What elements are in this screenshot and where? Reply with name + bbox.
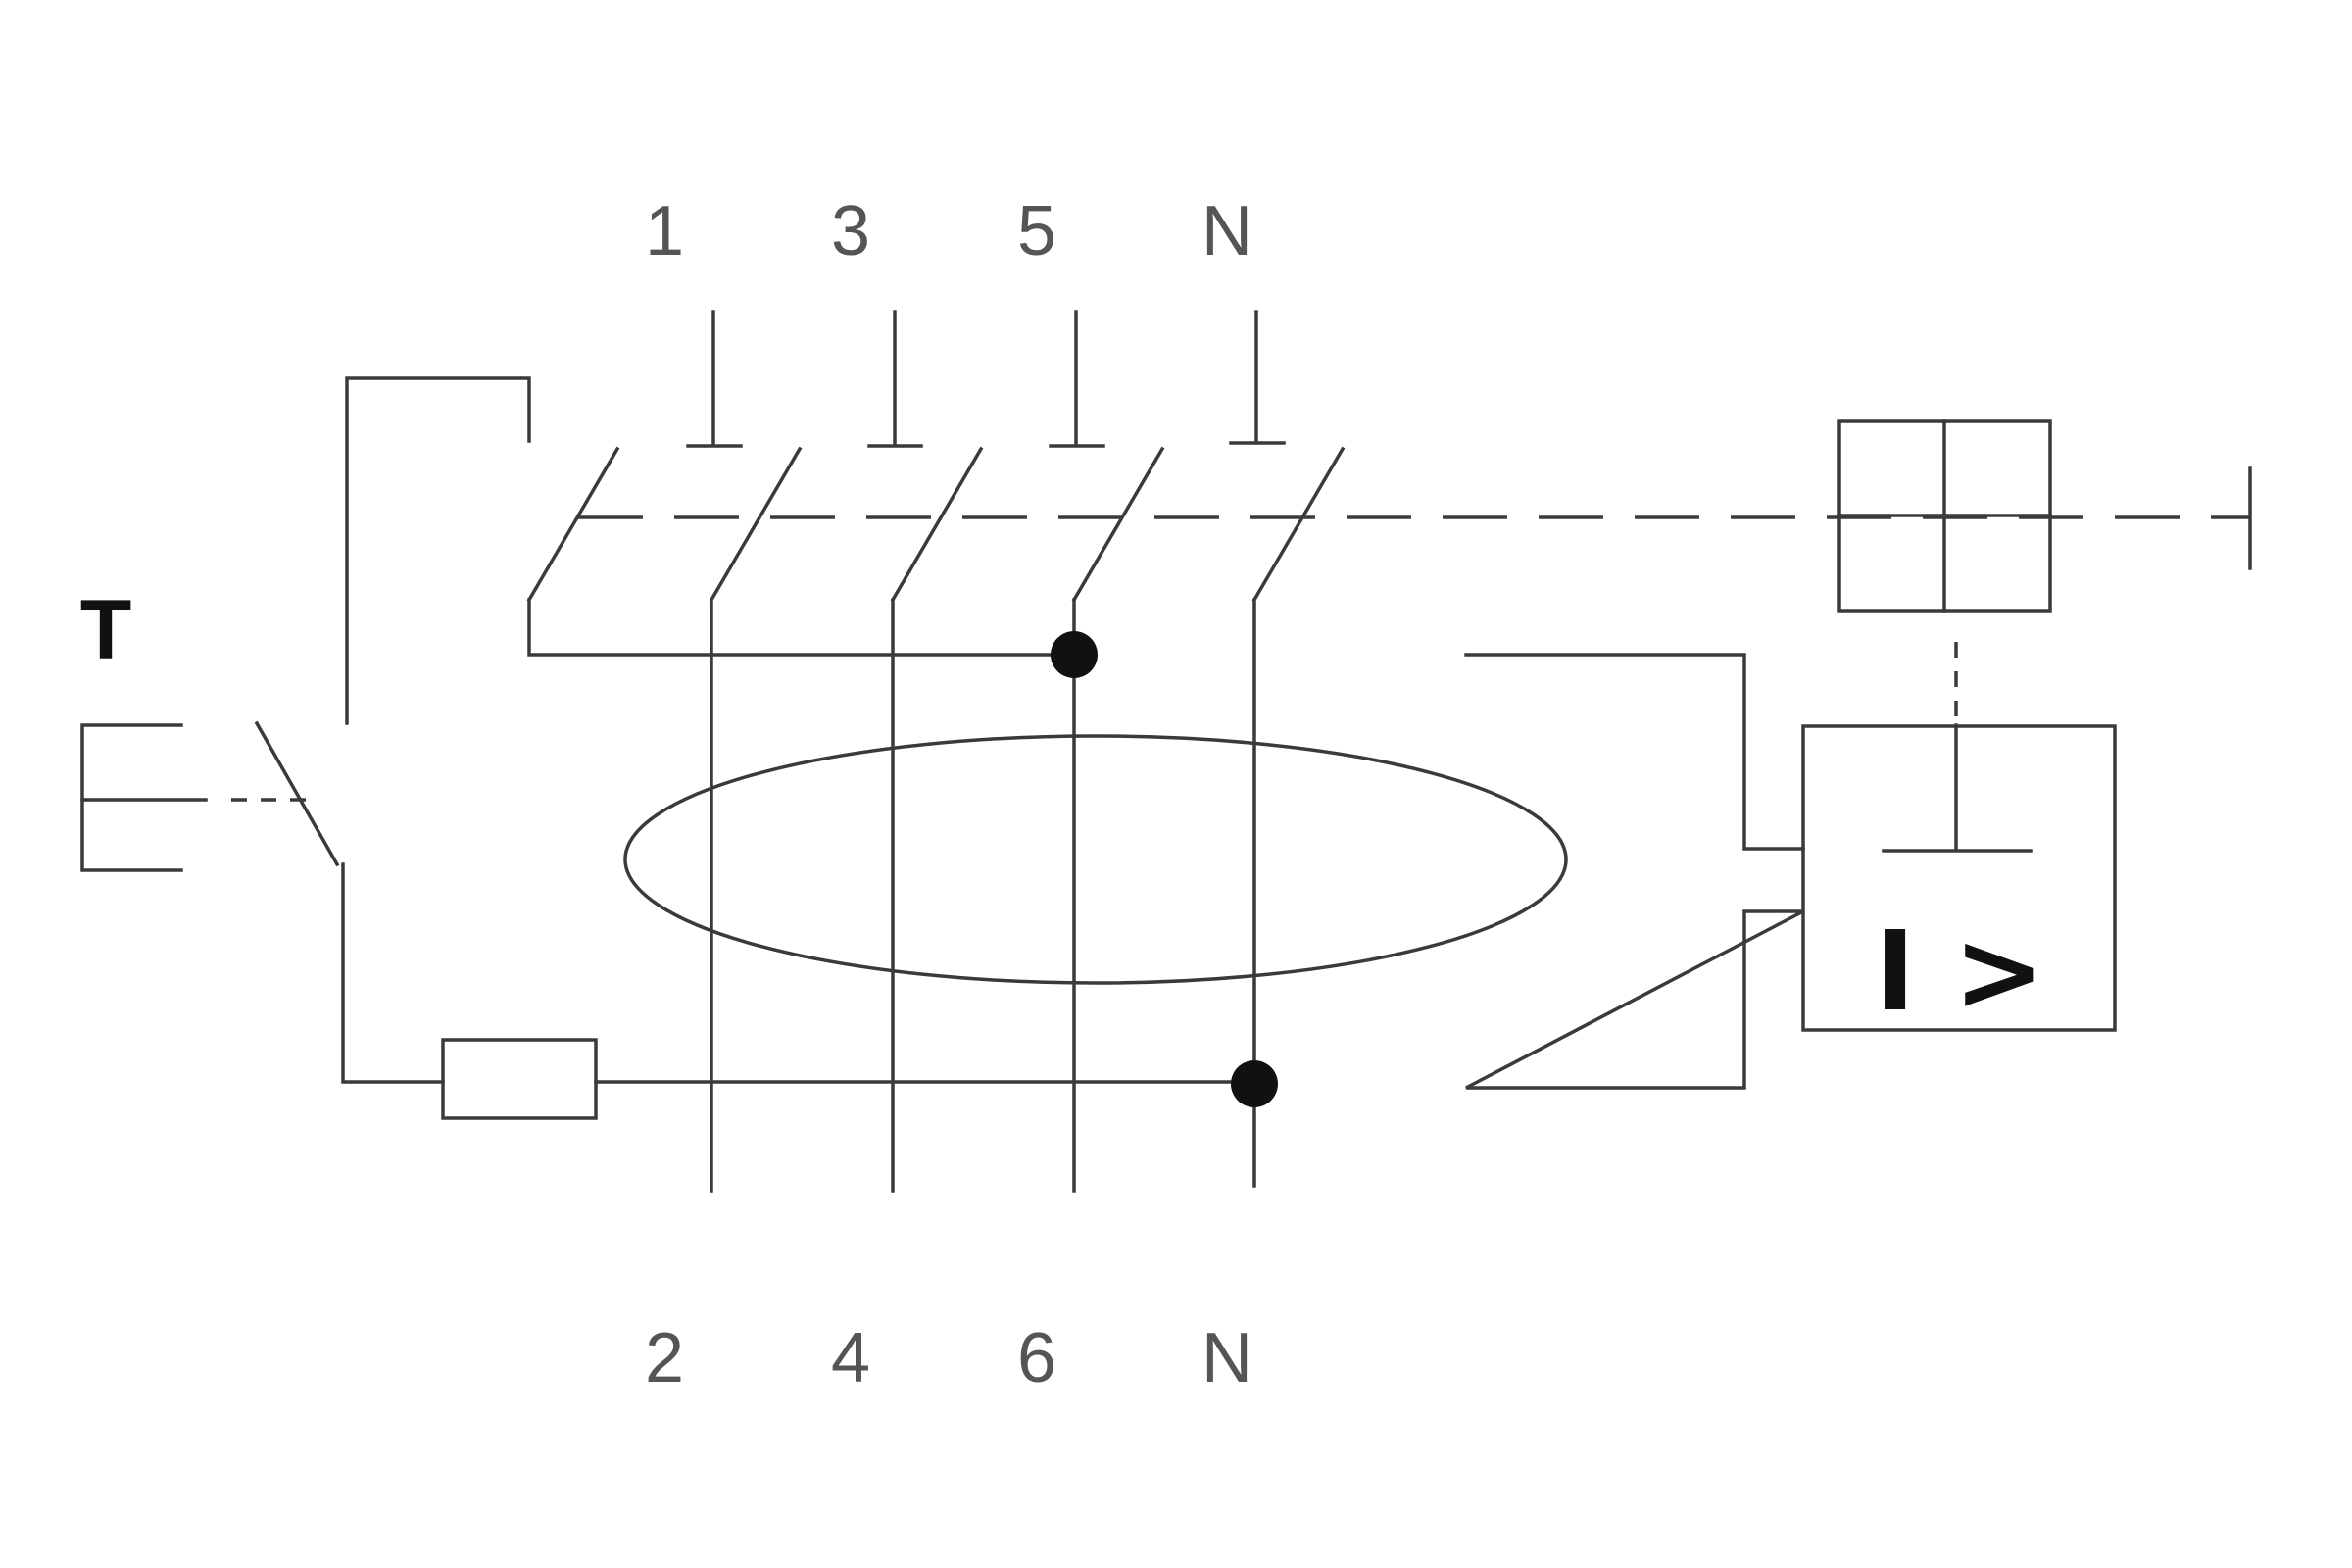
phase-conductors <box>710 598 1256 1193</box>
bottom-terminal-label-4: 4 <box>831 1319 870 1397</box>
trip-relay-box <box>1801 724 2117 1032</box>
relay-symbol-label: I > <box>1875 908 2046 1036</box>
terminal-stem-5 <box>1049 310 1105 448</box>
junction-node-neutral <box>1231 1060 1278 1107</box>
test-button-label: T <box>80 583 132 677</box>
contact-pole-3 <box>890 446 984 603</box>
test-switch-contact <box>254 720 340 867</box>
top-terminal-label-1: 1 <box>645 192 684 270</box>
incoming-terminals <box>686 310 1286 448</box>
test-top-bracket <box>345 376 531 725</box>
test-lower-wire <box>341 862 445 1084</box>
evaluation-block <box>1464 653 1805 1090</box>
top-terminal-label-n: N <box>1201 192 1252 270</box>
contact-aux <box>526 446 620 603</box>
contact-pole-5 <box>1071 446 1165 603</box>
top-terminal-label-5: 5 <box>1017 192 1056 270</box>
terminal-stem-3 <box>867 310 923 448</box>
relay-plunger <box>1882 723 2033 853</box>
terminal-stem-n <box>1229 310 1286 445</box>
latch-mechanism <box>1838 419 2052 612</box>
test-circuit <box>254 376 1256 1084</box>
bottom-terminal-label-6: 6 <box>1017 1319 1056 1397</box>
main-contacts <box>526 446 1346 603</box>
top-terminal-label-3: 3 <box>831 192 870 270</box>
junction-node-pole-5 <box>1051 631 1098 678</box>
test-resistor <box>441 1038 598 1120</box>
bottom-terminal-label-n: N <box>1201 1319 1252 1397</box>
test-aux-drop <box>527 598 1076 657</box>
test-pushbutton-icon <box>80 723 306 872</box>
contact-pole-n <box>1251 446 1346 603</box>
current-transformer-core <box>623 734 1568 985</box>
bottom-terminal-label-2: 2 <box>645 1319 684 1397</box>
terminal-stem-1 <box>686 310 743 448</box>
contact-pole-1 <box>709 446 803 603</box>
